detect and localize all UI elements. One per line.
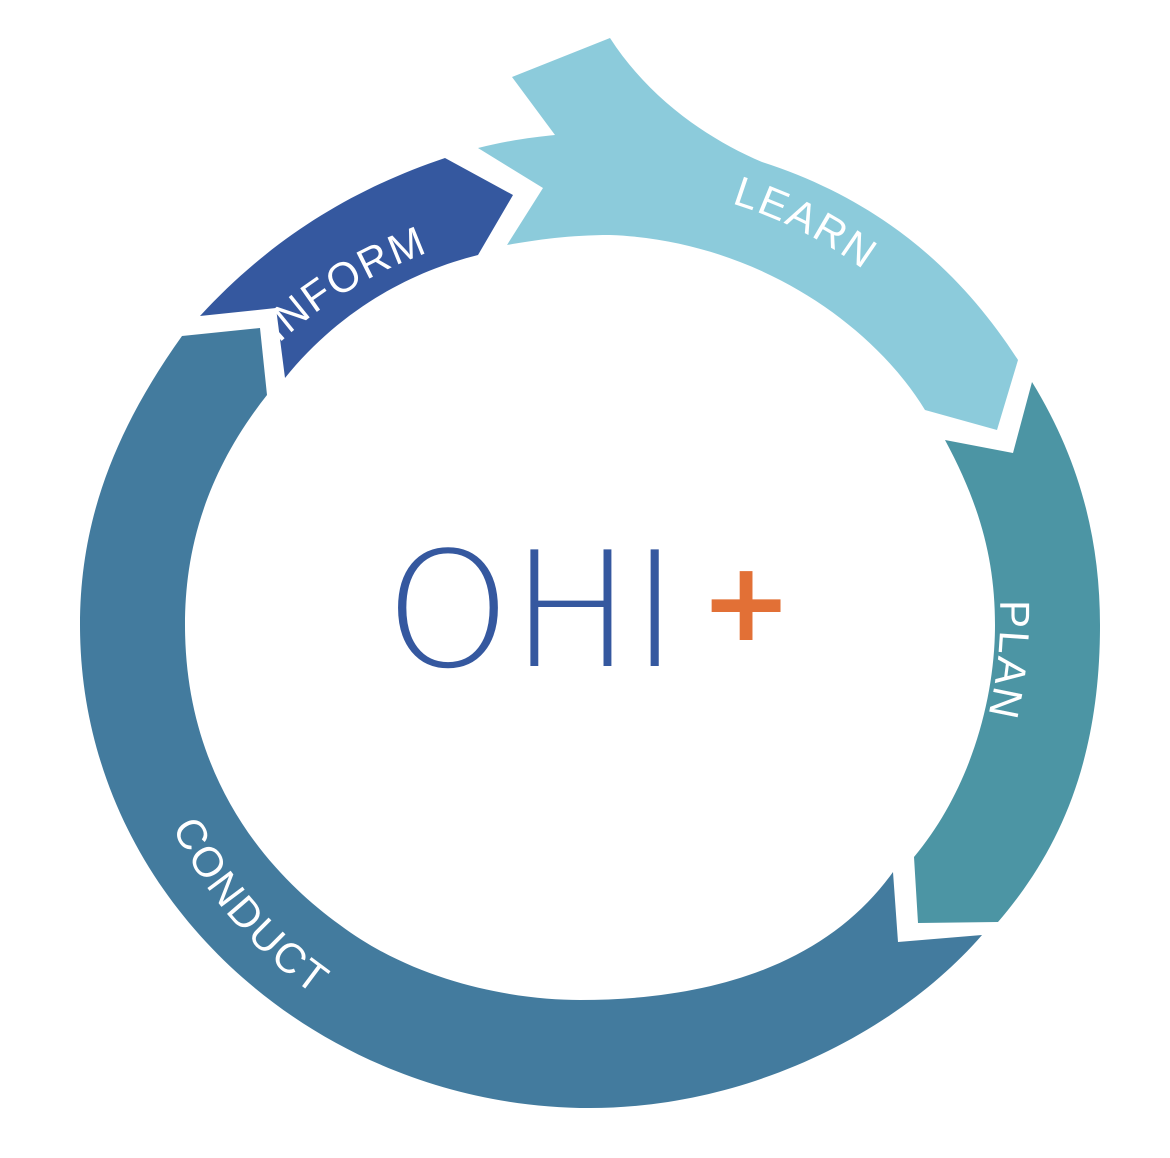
inform-segment xyxy=(200,158,513,378)
logo-plus: + xyxy=(700,538,792,666)
conduct-segment xyxy=(80,328,982,1108)
plan-segment xyxy=(914,382,1100,923)
logo-main: OHI xyxy=(385,517,678,704)
learn-segment xyxy=(478,38,1018,430)
